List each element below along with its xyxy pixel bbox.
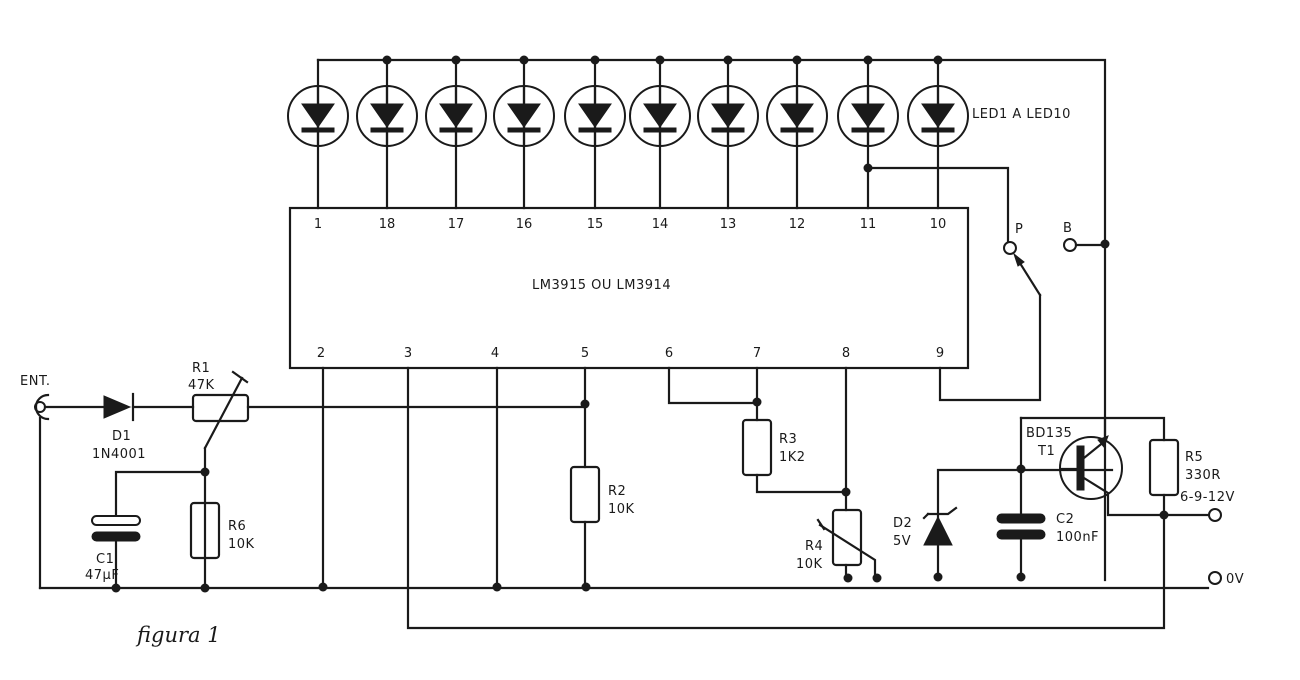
ic-pin-label: 17 [448, 217, 465, 232]
r3-ref: R3 [779, 432, 797, 447]
potentiometer-r1[interactable]: R1 47K [188, 361, 587, 590]
led [287, 58, 349, 210]
ground-rail: 0V [38, 571, 1244, 593]
r5-ref: R5 [1185, 450, 1203, 465]
c2-value: 100nF [1056, 530, 1099, 545]
d1-value: 1N4001 [92, 447, 146, 462]
ic-pin-label: 13 [720, 217, 737, 232]
d2-value: 5V [893, 534, 911, 549]
input-jack: ENT. [20, 374, 107, 590]
ic-pin-label: 14 [652, 217, 669, 232]
ic-pin-label: 7 [753, 346, 761, 361]
resistor-r6: R6 10K [189, 467, 255, 560]
switch-arrow-icon [1012, 252, 1025, 267]
mode-switch: P B [863, 163, 1110, 402]
d1-ref: D1 [112, 429, 131, 444]
resistor-r5: R5 330R 6-9-12V [1148, 438, 1235, 522]
r4-value: 10K [796, 557, 823, 572]
pin3-wire [406, 366, 1166, 630]
led [837, 55, 899, 210]
r6-value: 10K [228, 537, 255, 552]
led-label: LED1 A LED10 [972, 107, 1071, 122]
ic-pin-label: 18 [379, 217, 396, 232]
switch-contact-b[interactable] [1063, 238, 1077, 252]
ent-label: ENT. [20, 374, 50, 389]
d2-ref: D2 [893, 516, 912, 531]
led [356, 55, 418, 210]
c2-ref: C2 [1056, 512, 1074, 527]
switch-b-label: B [1063, 221, 1072, 236]
junction [1100, 239, 1110, 249]
ic-pin-label: 9 [936, 346, 944, 361]
led [766, 55, 828, 210]
ic-pin-label: 2 [317, 346, 325, 361]
c1-ref: C1 [96, 552, 114, 567]
t1-value: BD135 [1026, 426, 1072, 441]
led [564, 55, 626, 210]
r4-ref: R4 [805, 539, 823, 554]
capacitor-c1: C1 47µF [85, 470, 207, 590]
ic-pin-label: 6 [665, 346, 673, 361]
supply-terminal[interactable] [1208, 508, 1222, 522]
ic-pin-label: 1 [314, 217, 322, 232]
ic-pin-label: 3 [404, 346, 412, 361]
ic-label: LM3915 OU LM3914 [532, 278, 671, 293]
ic-pin-label: 15 [587, 217, 604, 232]
ic-pin-label: 16 [516, 217, 533, 232]
r1-value: 47K [188, 378, 215, 393]
r5-value: 330R [1185, 468, 1221, 483]
ic-pin-label: 8 [842, 346, 850, 361]
ic-lm3915: LM3915 OU LM3914 [288, 206, 970, 370]
led [697, 55, 759, 210]
led-array [287, 55, 969, 210]
resistor-r2: R2 10K [569, 366, 635, 589]
diode-d1: D1 1N4001 [92, 392, 195, 462]
ground-label: 0V [1226, 572, 1244, 587]
junction [863, 163, 873, 173]
r3-value: 1K2 [779, 450, 806, 465]
led [425, 55, 487, 210]
r2-ref: R2 [608, 484, 626, 499]
r1-ref: R1 [192, 361, 210, 376]
t1-ref: T1 [1037, 444, 1055, 459]
resistor-r3: R3 1K2 [667, 366, 848, 494]
r6-ref: R6 [228, 519, 246, 534]
led [493, 55, 555, 210]
led [629, 55, 691, 210]
transistor-t1: BD135 T1 [1019, 416, 1166, 517]
c1-value: 47µF [85, 568, 119, 583]
ic-bottom-pins: 2 3 4 5 6 7 8 9 [317, 346, 944, 361]
ic-top-pins: 1 18 17 16 15 14 13 12 11 10 [314, 217, 946, 232]
switch-p-label: P [1015, 222, 1023, 237]
figure-caption: figura 1 [135, 623, 221, 647]
ground-terminal[interactable] [1208, 571, 1222, 585]
zener-d2: D2 5V [893, 468, 1114, 579]
r2-value: 10K [608, 502, 635, 517]
ic-pin-label: 10 [930, 217, 947, 232]
switch-contact-p[interactable] [1003, 241, 1017, 255]
ic-body [288, 206, 970, 370]
ic-pin-label: 11 [860, 217, 877, 232]
led [907, 55, 969, 210]
ic-pin-label: 4 [491, 346, 499, 361]
ic-pin-label: 5 [581, 346, 589, 361]
ic-pin-label: 12 [789, 217, 806, 232]
capacitor-c2: C2 100nF [996, 416, 1099, 579]
led-bus [316, 58, 1107, 582]
switch-lever[interactable] [1016, 258, 1042, 297]
trimmer-r4[interactable]: R4 10K [796, 366, 877, 580]
supply-label: 6-9-12V [1180, 490, 1235, 505]
